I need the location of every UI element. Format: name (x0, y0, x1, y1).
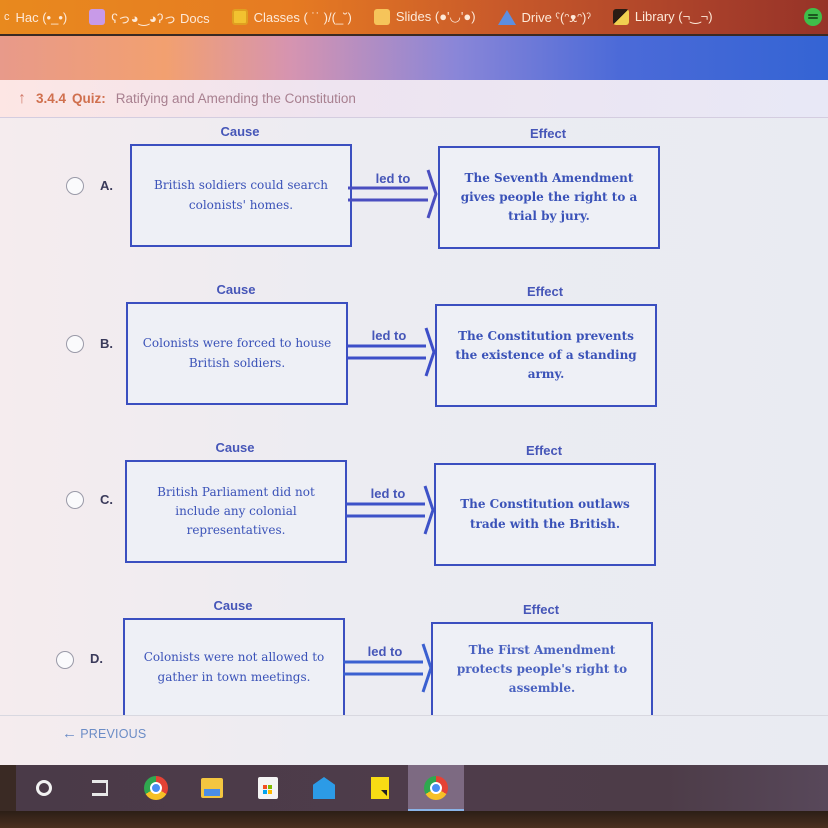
effect-text: The First Amendment protects people's ri… (456, 642, 628, 696)
slides-icon (373, 9, 390, 25)
led-to-label: led to (371, 328, 407, 343)
option-letter: D. (90, 651, 103, 666)
taskbar-chrome-active[interactable] (408, 765, 464, 811)
led-to-label: led to (370, 486, 406, 501)
option-letter: B. (100, 336, 113, 351)
bookmark-label: Slides (●'◡'●) (395, 9, 476, 24)
bookmark-slides[interactable]: Slides (●'◡'●) (373, 9, 476, 25)
taskbar-chrome[interactable] (128, 765, 184, 811)
taskbar-search[interactable] (16, 765, 72, 811)
bookmark-hac[interactable]: c Hac (•_•) (4, 10, 67, 25)
bookmark-label: Library (¬‿¬) (634, 9, 713, 24)
arrow-icon (348, 169, 438, 219)
chrome-icon (144, 776, 168, 800)
docs-icon (89, 9, 106, 25)
mail-icon (313, 777, 335, 799)
cause-box: Colonists were forced to house British s… (126, 302, 348, 405)
effect-text: The Seventh Amendment gives people the r… (460, 170, 638, 224)
quiz-number: 3.4.4 (36, 91, 67, 106)
radio-button[interactable] (66, 491, 84, 509)
answer-option-c[interactable]: C. Cause Effect British Parliament did n… (66, 438, 766, 568)
effect-text: The Constitution prevents the existence … (455, 328, 637, 382)
effect-text: The Constitution outlaws trade with the … (460, 497, 630, 531)
drive-icon (497, 9, 516, 25)
chrome-active-icon (424, 776, 448, 800)
cause-label: Cause (215, 440, 255, 455)
taskbar (16, 765, 828, 811)
bookmark-drive[interactable]: Drive ˁ(ᵔᴥᵔ)ˀ (497, 9, 591, 25)
arrow-left-icon: ← (62, 725, 78, 742)
bookmark-library[interactable]: Library (¬‿¬) (612, 9, 713, 25)
cause-box: British Parliament did not include any c… (125, 460, 347, 563)
cause-label: Cause (213, 598, 253, 613)
arrow-icon (345, 485, 435, 535)
cause-text: British Parliament did not include any c… (157, 484, 315, 538)
taskbar-mail[interactable] (296, 765, 352, 811)
bookmarks-bar: c Hac (•_•) ʕ⁠っ◕‿◕ʔっ Docs Classes ( ˙˙ )… (0, 0, 828, 34)
effect-label: Effect (529, 126, 567, 141)
effect-label: Effect (525, 443, 563, 458)
previous-button[interactable]: ← PREVIOUS (62, 725, 146, 742)
task-view-icon (92, 780, 108, 796)
taskbar-store[interactable] (240, 765, 296, 811)
arrow-icon (346, 327, 436, 377)
cause-label: Cause (220, 124, 260, 139)
cause-box: British soldiers could search colonists'… (130, 144, 352, 247)
library-icon (612, 9, 629, 25)
bookmark-docs[interactable]: ʕ⁠っ◕‿◕ʔっ Docs (89, 8, 210, 27)
cause-text: Colonists were not allowed to gather in … (143, 650, 325, 684)
bookmark-label: Drive ˁ(ᵔᴥᵔ)ˀ (521, 9, 591, 25)
taskbar-file-explorer[interactable] (184, 765, 240, 811)
led-to-label: led to (367, 644, 403, 659)
cause-text: British soldiers could search colonists'… (154, 178, 328, 212)
quiz-kind: Quiz: (72, 91, 106, 106)
cause-box: Colonists were not allowed to gather in … (123, 618, 345, 715)
answer-option-b[interactable]: B. Cause Effect Colonists were forced to… (66, 280, 766, 410)
quiz-header: ↑ 3.4.4 Quiz: Ratifying and Amending the… (0, 80, 828, 118)
hac-icon: c (4, 11, 10, 23)
taskbar-sticky-notes[interactable] (352, 765, 408, 811)
search-icon (36, 780, 52, 796)
classroom-icon (231, 9, 248, 25)
bookmark-label: Classes ( ˙˙ )/(_˘) (253, 9, 352, 25)
monitor-bezel (0, 811, 828, 828)
effect-box: The Constitution outlaws trade with the … (434, 463, 656, 566)
taskbar-task-view[interactable] (72, 765, 128, 811)
quiz-content: ↑ 3.4.4 Quiz: Ratifying and Amending the… (0, 80, 828, 765)
answer-option-d[interactable]: D. Cause Effect Colonists were not allow… (56, 596, 756, 716)
sticky-notes-icon (371, 777, 389, 799)
arrow-icon (343, 643, 433, 693)
cause-text: Colonists were forced to house British s… (142, 336, 332, 370)
bookmark-classes[interactable]: Classes ( ˙˙ )/(_˘) (231, 9, 352, 25)
previous-label: PREVIOUS (80, 726, 147, 741)
radio-button[interactable] (66, 177, 84, 195)
led-to-label: led to (375, 171, 411, 186)
up-arrow-icon[interactable]: ↑ (18, 89, 26, 107)
spotify-icon[interactable] (804, 8, 822, 26)
bookmark-label: ʕ⁠っ◕‿◕ʔっ Docs (111, 10, 210, 26)
effect-label: Effect (526, 284, 564, 299)
divider (0, 715, 828, 716)
bookmark-label: Hac (•_•) (15, 9, 68, 25)
radio-button[interactable] (66, 335, 84, 353)
radio-button[interactable] (56, 651, 74, 669)
answer-option-a[interactable]: A. Cause Effect British soldiers could s… (66, 122, 766, 252)
course-banner (0, 36, 828, 80)
effect-box: The First Amendment protects people's ri… (431, 622, 653, 715)
effect-label: Effect (522, 602, 560, 617)
store-icon (258, 777, 278, 799)
quiz-title: Ratifying and Amending the Constitution (115, 91, 356, 106)
file-explorer-icon (201, 778, 223, 798)
option-letter: C. (100, 492, 113, 507)
option-letter: A. (100, 178, 113, 193)
cause-label: Cause (216, 282, 256, 297)
effect-box: The Seventh Amendment gives people the r… (438, 146, 660, 249)
effect-box: The Constitution prevents the existence … (435, 304, 657, 407)
